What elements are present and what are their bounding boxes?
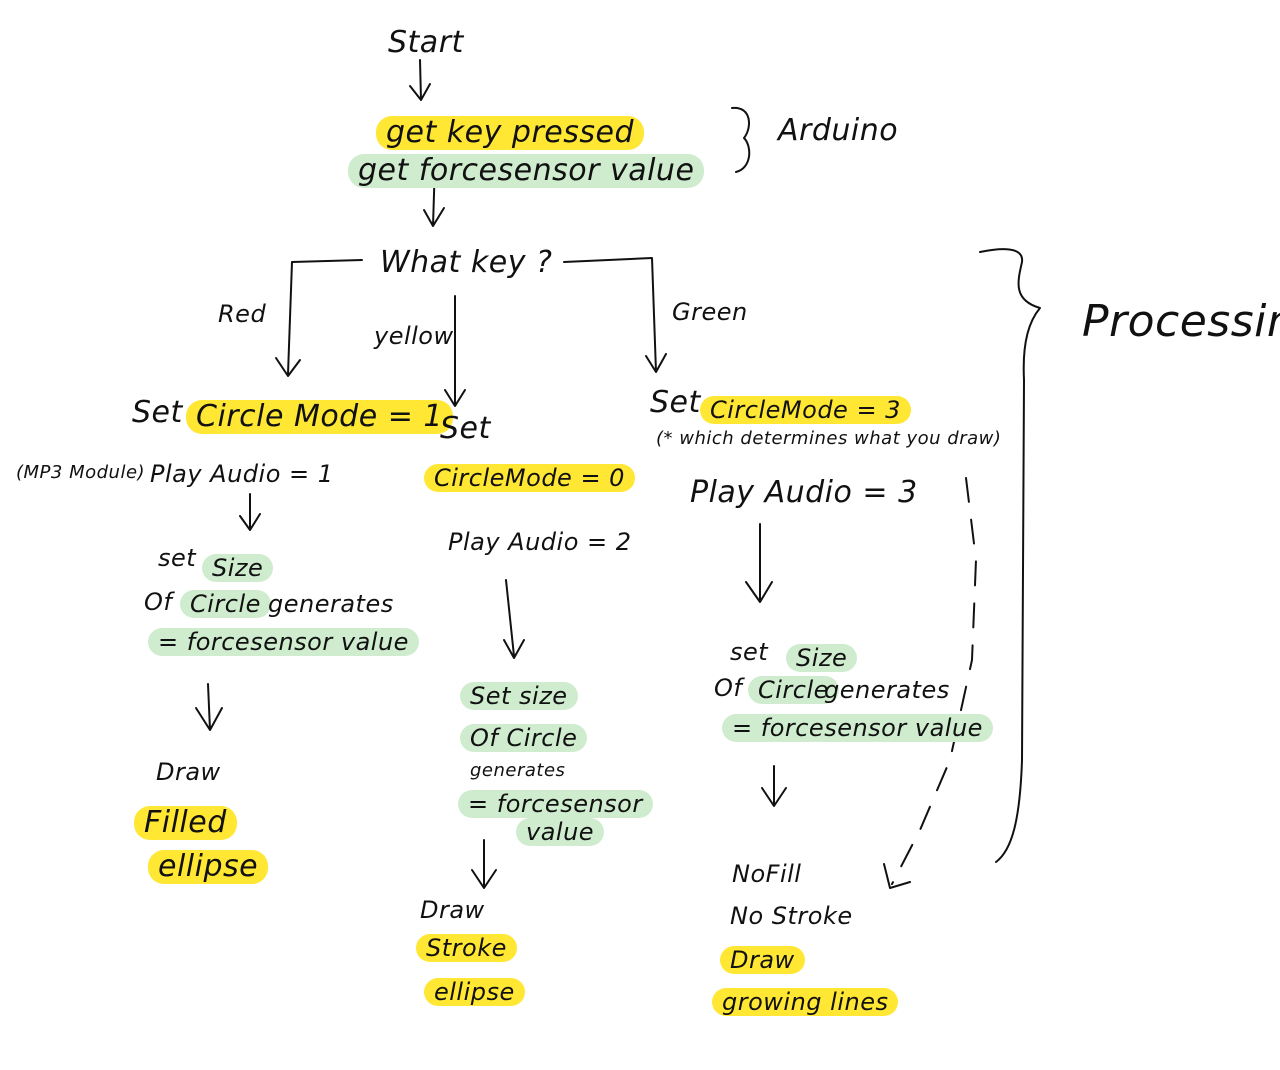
green-growing-lines: growing lines <box>712 988 899 1016</box>
green-play-audio: Play Audio = 3 <box>690 475 918 510</box>
red-set: Set <box>132 395 183 430</box>
red-ellipse: ellipse <box>148 850 269 884</box>
get-forcesensor-value: get forcesensor value <box>348 154 705 188</box>
red-mp3-module: (MP3 Module) <box>16 462 146 483</box>
yellow-stroke: Stroke <box>416 934 517 962</box>
get-key-pressed: get key pressed <box>376 116 645 150</box>
processing-brace <box>979 248 1041 863</box>
red-size-set: set <box>158 544 197 572</box>
arrow-yellow-2 <box>471 839 497 889</box>
branch-label-green: Green <box>672 298 748 326</box>
arrow-yellow-1 <box>503 579 525 659</box>
red-size-word: Size <box>202 554 274 582</box>
red-draw: Draw <box>156 758 221 786</box>
red-filled: Filled <box>134 806 237 840</box>
arduino-brace <box>731 106 751 173</box>
green-size-forcesensor: = forcesensor value <box>722 714 993 742</box>
line-green <box>563 257 667 373</box>
start-label: Start <box>388 25 464 60</box>
arduino-label: Arduino <box>778 113 899 148</box>
branch-label-red: Red <box>218 300 267 328</box>
yellow-draw: Draw <box>420 896 485 924</box>
yellow-play-audio: Play Audio = 2 <box>448 528 632 556</box>
yellow-forcesensor: = forcesensor <box>458 790 653 818</box>
yellow-generates: generates <box>470 760 566 781</box>
red-play-audio: Play Audio = 1 <box>150 460 334 488</box>
green-circle-mode: CircleMode = 3 <box>700 396 911 424</box>
green-nostroke: No Stroke <box>730 902 853 930</box>
arrow-red-2 <box>195 683 223 731</box>
arrow-start <box>409 59 431 101</box>
red-size-forcesensor: = forcesensor value <box>148 628 419 656</box>
line-red <box>275 259 363 377</box>
green-size-set: set <box>730 638 769 666</box>
yellow-set: Set <box>440 411 491 446</box>
decision-what-key: What key ? <box>380 245 553 280</box>
green-size-circle: Circle <box>748 676 839 704</box>
red-size-circle: Circle <box>180 590 271 618</box>
arrow-green-2 <box>761 765 787 807</box>
arrow-red-1 <box>239 493 261 531</box>
arrow-green-1 <box>745 523 773 603</box>
yellow-ellipse: ellipse <box>424 978 525 1006</box>
processing-label: Processing <box>1082 296 1280 347</box>
branch-label-yellow: yellow <box>374 322 454 350</box>
line-yellow <box>444 295 466 407</box>
yellow-value: value <box>516 818 605 846</box>
green-size-word: Size <box>786 644 858 672</box>
red-size-of: Of <box>144 588 173 616</box>
green-draw: Draw <box>720 946 805 974</box>
yellow-of-circle: Of Circle <box>460 724 588 752</box>
red-size-generates: generates <box>268 590 394 618</box>
yellow-set-size: Set size <box>460 682 578 710</box>
red-circle-mode: Circle Mode = 1 <box>186 400 453 434</box>
green-note: (* which determines what you draw) <box>656 428 1002 449</box>
loop-arrowhead <box>883 863 911 889</box>
green-size-generates: generates <box>824 676 950 704</box>
green-set: Set <box>650 385 701 420</box>
yellow-circle-mode: CircleMode = 0 <box>424 464 635 492</box>
green-size-of: Of <box>714 674 743 702</box>
loop-dashed-line <box>891 477 977 885</box>
green-nofill: NoFill <box>732 860 802 888</box>
